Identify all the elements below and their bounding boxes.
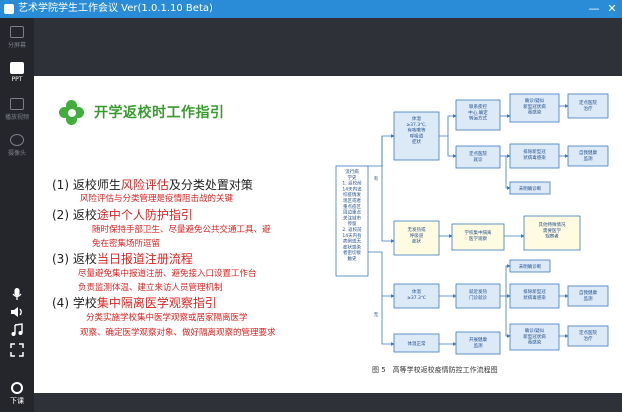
flow-node-confirmed: 确诊/疑似新型冠状病毒感染 <box>523 97 546 116</box>
sidebar-item-share-screen[interactable]: 分屏幕 <box>0 22 34 58</box>
minimize-button[interactable]: — <box>588 2 600 15</box>
music-icon[interactable] <box>9 322 25 338</box>
guideline-item-1: (1) 返校师生风险评估及分类处置对策 <box>52 178 253 192</box>
guideline-item-4-detail: 观察、确定医学观察对象、做好隔离观察的管理要求 <box>80 328 276 338</box>
camera-icon <box>10 134 24 146</box>
sidebar: 分屏幕 PPT 播放视频 摄像头 下课 <box>0 18 34 412</box>
flow-node-fever-clinic: 就近发热门诊就诊 <box>469 288 487 301</box>
sidebar-item-camera[interactable]: 摄像头 <box>0 130 34 166</box>
clover-icon <box>59 100 85 126</box>
share-screen-icon <box>10 26 24 38</box>
sidebar-item-label: 摄像头 <box>7 150 26 157</box>
flow-node-normal-temp: 体温正常 <box>408 340 426 347</box>
video-icon <box>10 98 24 110</box>
sidebar-item-ppt[interactable]: PPT <box>0 58 34 94</box>
flow-node-excluded: 排除新型冠状病毒感染 <box>523 288 546 301</box>
guideline-item-1-detail: 风险评估与分类管理是疫情阻击战的关键 <box>80 194 234 204</box>
ppt-icon <box>10 62 24 74</box>
guideline-item-4: (4) 学校集中隔离医学观察指引 <box>52 296 217 310</box>
speaker-icon[interactable] <box>9 304 25 320</box>
close-button[interactable]: ✕ <box>607 2 617 15</box>
end-class-button[interactable]: 下课 <box>0 380 34 412</box>
stage-top-margin <box>34 18 622 76</box>
stage-bottom-margin <box>34 393 622 412</box>
fullscreen-icon[interactable] <box>9 342 25 358</box>
app-logo-icon <box>4 4 14 14</box>
sidebar-item-label: 播放视频 <box>4 114 29 121</box>
guideline-item-4-detail: 分类实施学校集中医学观察或居家隔离医学 <box>86 313 248 323</box>
sidebar-item-label: PPT <box>11 76 23 83</box>
flow-node-health-monitor: 开展健康监测 <box>469 336 487 349</box>
title-bar: 艺术学院学生工作会议 Ver(1.0.1.10 Beta) — ✕ <box>0 0 622 18</box>
sidebar-item-label: 分屏幕 <box>7 42 26 49</box>
guideline-item-3-detail: 尽量避免集中报道注册、避免接入口设置工作台 <box>78 269 257 279</box>
flow-node-no-symptoms: 无发热或呼吸道症状 <box>408 226 426 245</box>
flow-node-school-observation: 学校集中隔离医学观察 <box>465 229 492 242</box>
flow-node-designated-hospital: 定点医院就诊 <box>469 150 487 163</box>
flow-node-special-cases: 其他特殊情况需要医学观察者 <box>539 221 566 240</box>
flowchart-caption: 图 5 高等学校返校疫情防控工作流程图 <box>372 366 498 374</box>
flow-label-no: 无 <box>374 312 379 318</box>
flow-node-self-monitor: 自我健康监测 <box>579 289 597 302</box>
ppt-slide: 开学返校时工作指引 (1) 返校师生风险评估及分类处置对策 风险评估与分类管理是… <box>34 76 622 393</box>
guideline-item-2-detail: 免在密集场所逗留 <box>92 239 161 249</box>
end-class-label: 下课 <box>10 397 24 405</box>
flow-node-contact-cdc: 联系疾控中心,确定转运方式 <box>468 103 488 122</box>
window-title: 艺术学院学生工作会议 Ver(1.0.1.10 Beta) <box>18 3 213 14</box>
guideline-item-3: (3) 返校当日报道注册流程 <box>52 252 193 266</box>
flow-label-yes: 有 <box>374 175 379 182</box>
guideline-item-3-detail: 负责监测体温、建立来访人员管理机制 <box>78 283 223 293</box>
flow-node-excluded: 排除新型冠状病毒感染 <box>523 148 546 161</box>
flow-node-undiagnosed: 未明确诊断 <box>519 263 542 270</box>
flow-node-fever: 体温≥37.3℃ <box>407 288 426 301</box>
flow-node-self-monitor: 自我健康监测 <box>579 149 597 162</box>
microphone-icon[interactable] <box>9 286 25 302</box>
sidebar-item-video[interactable]: 播放视频 <box>0 94 34 130</box>
flow-node-hospital-treatment: 定点医院治疗 <box>579 99 597 112</box>
flow-node-fever-symptoms: 体温≥37.3℃,有咳嗽等呼吸道症状 <box>406 115 426 145</box>
slide-title: 开学返校时工作指引 <box>94 105 225 121</box>
flow-node-hospital-treatment: 定点医院治疗 <box>579 329 597 342</box>
flow-node-undiagnosed: 未明确诊断 <box>519 185 542 192</box>
guideline-item-2: (2) 返校途中个人防护指引 <box>52 208 193 222</box>
guideline-item-2-detail: 随时保持手部卫生、尽量避免公共交通工具、避 <box>92 225 271 235</box>
flow-node-confirmed: 确诊/疑似新型冠状病毒感染 <box>523 327 546 346</box>
power-icon <box>11 382 23 394</box>
